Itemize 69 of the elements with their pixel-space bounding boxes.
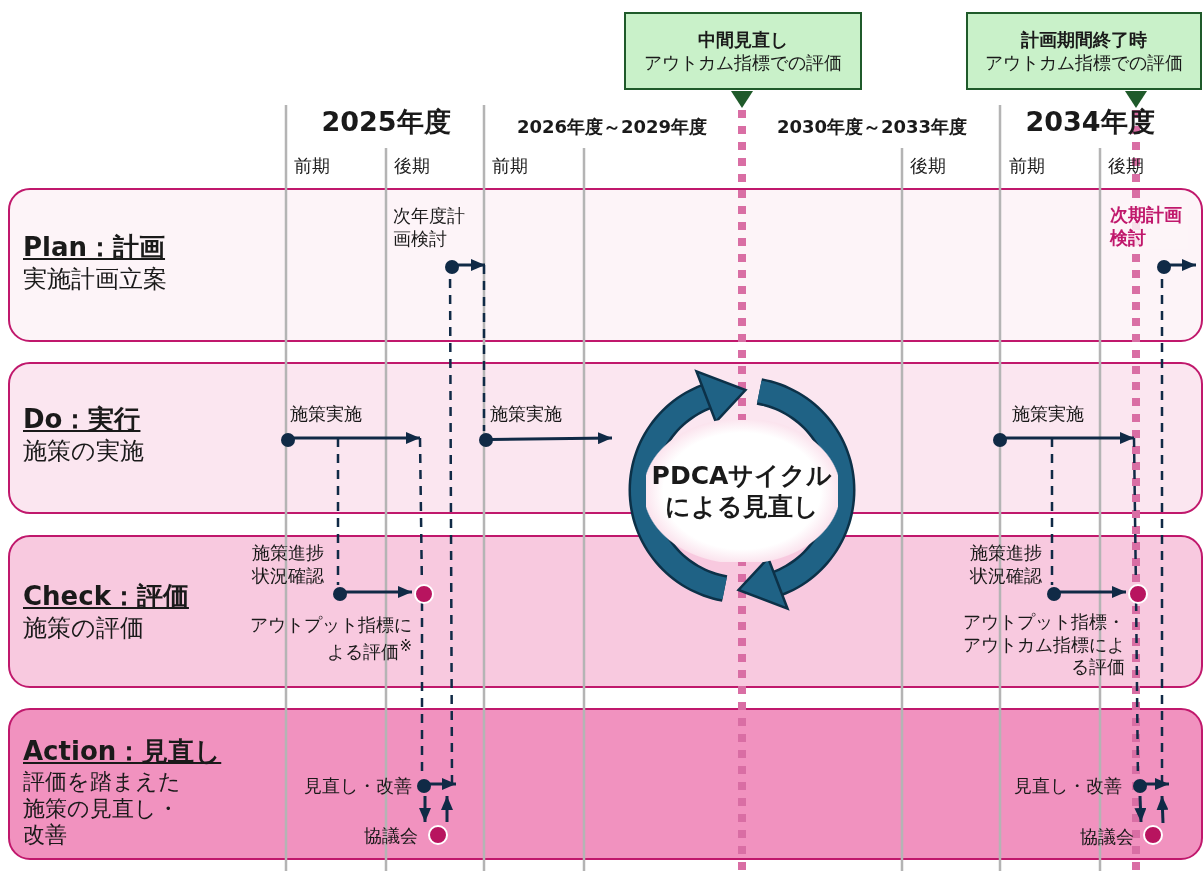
arrow	[293, 432, 420, 444]
edge-label: 施策実施	[490, 403, 562, 425]
phase-band	[8, 535, 1203, 688]
callout-title: 計画期間終了時	[1021, 27, 1147, 51]
year-label: 2034年度	[1025, 106, 1155, 139]
callout-box	[624, 12, 862, 90]
timeline-dot	[333, 587, 347, 601]
event-label: 協議会	[1079, 826, 1134, 849]
event-label: 次年度計画検討	[393, 205, 466, 250]
arrow	[490, 432, 612, 445]
timeline-dot	[1047, 587, 1061, 601]
milestone-circle	[428, 825, 448, 845]
band-description: 施策の実施	[23, 437, 144, 466]
arrow	[457, 259, 485, 271]
half-label: 前期	[294, 155, 330, 177]
timeline-dot	[993, 433, 1007, 447]
milestone-circle	[414, 584, 434, 604]
half-label: 後期	[1108, 155, 1144, 177]
timeline-dot	[417, 779, 431, 793]
timeline-dot	[445, 260, 459, 274]
band-heading: Check：評価	[23, 581, 189, 613]
arrow	[1005, 432, 1134, 444]
arrow	[1156, 795, 1169, 824]
band-description: 実施計画立案	[23, 265, 167, 294]
band-description: 評価を踏まえた施策の見直し・改善	[23, 769, 182, 849]
arrow	[429, 778, 456, 790]
timeline-dot	[1133, 779, 1147, 793]
half-label: 前期	[1009, 155, 1045, 177]
milestone-circle	[1128, 584, 1148, 604]
year-label: 2030年度～2033年度	[776, 116, 968, 138]
half-label: 後期	[910, 155, 946, 177]
timeline-dot	[1157, 260, 1171, 274]
edge-label: 施策実施	[290, 403, 362, 425]
half-label: 前期	[492, 155, 528, 177]
event-label: 協議会	[363, 825, 418, 848]
cycle-label: PDCAサイクルによる見直し	[650, 459, 834, 523]
callout-box	[966, 12, 1202, 90]
callout-text: アウトカム指標での評価	[985, 51, 1183, 75]
arrow	[1145, 778, 1169, 790]
event-label: 施策進捗状況確認	[969, 542, 1042, 587]
band-heading: Action：見直し	[23, 736, 222, 768]
dashed-connector	[482, 265, 486, 431]
dashed-connector	[336, 438, 340, 585]
arrow	[345, 586, 412, 598]
year-label: 2025年度	[321, 106, 451, 139]
event-label: 施策進捗状況確認	[251, 542, 324, 587]
dashed-connector	[1050, 438, 1054, 585]
callout-title: 中間見直し	[698, 27, 788, 51]
band-description: 施策の評価	[23, 614, 145, 643]
phase-band	[8, 188, 1203, 342]
callout-text: アウトカム指標での評価	[644, 51, 842, 75]
arrow	[419, 796, 431, 822]
arrow	[1059, 586, 1126, 598]
arrow	[1169, 259, 1196, 271]
arrow	[1134, 795, 1147, 823]
band-heading: Plan：計画	[23, 232, 166, 264]
timeline-dot	[479, 433, 493, 447]
event-label: アウトプット指標・アウトカム指標による評価	[962, 611, 1125, 679]
event-label: アウトプット指標による評価$^{※}$	[249, 614, 412, 663]
arrow	[441, 796, 453, 822]
year-label: 2026年度～2029年度	[516, 116, 708, 138]
milestone-circle	[1143, 825, 1163, 845]
half-label: 後期	[394, 155, 430, 177]
band-heading: Do：実行	[23, 404, 141, 436]
phase-band	[8, 708, 1203, 860]
edge-label: 施策実施	[1012, 403, 1084, 425]
event-label: 見直し・改善	[1013, 775, 1122, 798]
timeline-dot	[281, 433, 295, 447]
event-label: 見直し・改善	[303, 775, 412, 798]
